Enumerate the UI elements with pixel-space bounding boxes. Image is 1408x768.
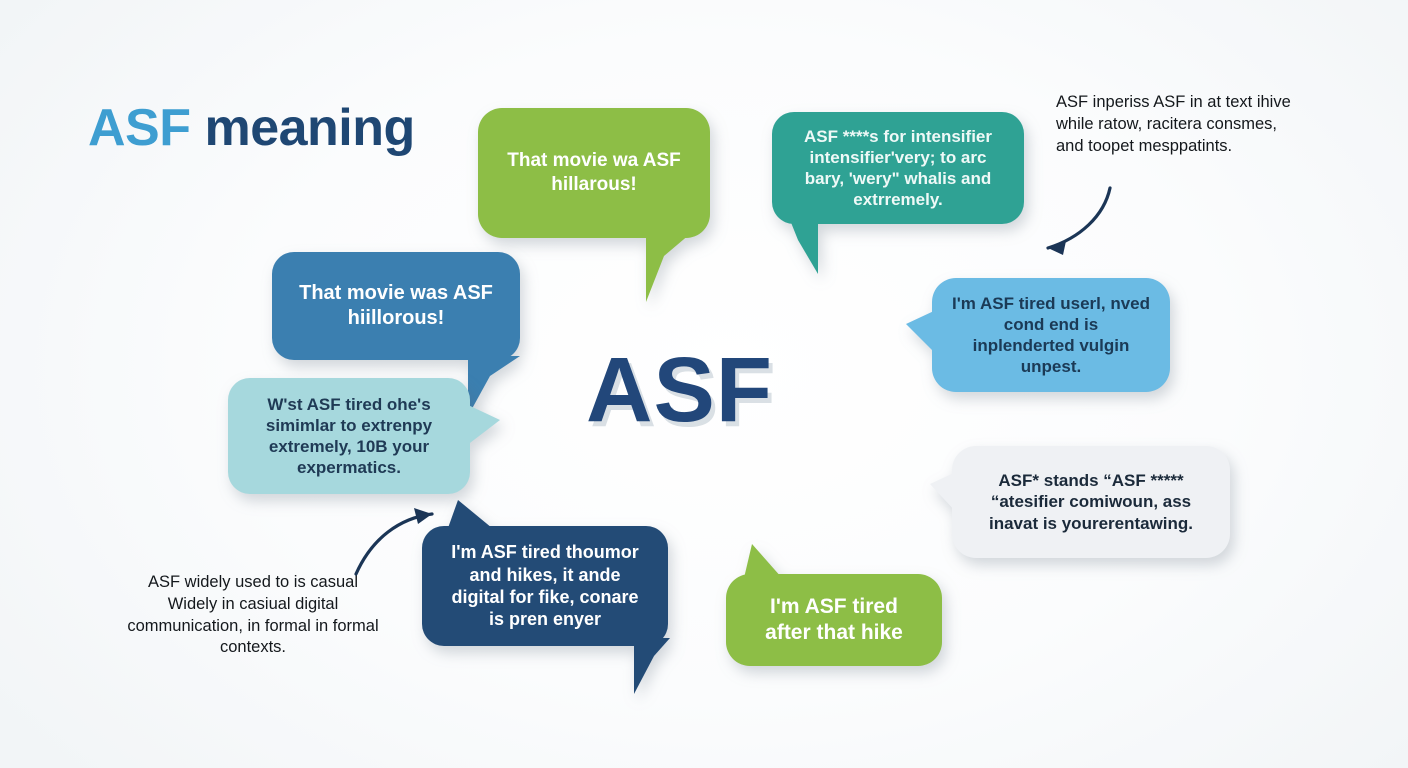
bubble-tail-icon [906, 310, 936, 354]
page-title-rest: meaning [204, 99, 415, 157]
speech-bubble-teal: ASF ****s for intensifier intensifier've… [772, 112, 1024, 274]
annotation-bottom-left: ASF widely used to is casual Widely in c… [127, 573, 379, 657]
speech-bubble-green-top: That movie wa ASF hillarous! [478, 108, 710, 302]
speech-bubble-blue-left-text: That movie was ASF hiillorous! [299, 282, 493, 329]
bubble-tail-icon [466, 404, 500, 446]
bubble-tail-icon [468, 356, 520, 416]
speech-bubble-white: ASF* stands “ASF ***** “atesifier comiwo… [930, 446, 1230, 558]
bubble-tail-icon [646, 234, 690, 302]
page-title-accent: ASF [88, 99, 205, 157]
page-title: ASF meaning [88, 98, 415, 158]
bubble-tail-icon [790, 220, 818, 274]
speech-bubble-white-text: ASF* stands “ASF ***** “atesifier comiwo… [988, 471, 1194, 533]
speech-bubble-green-bottom: I'm ASF tired after that hike [726, 544, 942, 666]
speech-bubble-light-teal-text: W'st ASF tired ohe's simimlar to extrenp… [265, 394, 433, 478]
bubble-tail-icon [634, 638, 670, 694]
center-keyword: ASF [586, 339, 773, 441]
curved-arrow-down-left-icon [1046, 186, 1112, 255]
speech-bubble-light-blue: I'm ASF tired userl, nved cond end is in… [906, 278, 1170, 392]
speech-bubble-teal-text: ASF ****s for intensifier intensifier've… [804, 126, 992, 210]
speech-bubble-green-top-text: That movie wa ASF hillarous! [507, 150, 681, 195]
bubble-tail-icon [448, 500, 492, 528]
curved-arrow-up-right-icon [354, 508, 434, 576]
speech-bubble-navy: I'm ASF tired thoumor and hikes, it ande… [422, 500, 670, 694]
speech-bubble-green-bottom-text: I'm ASF tired after that hike [765, 594, 903, 644]
speech-bubble-light-blue-text: I'm ASF tired userl, nved cond end is in… [952, 293, 1151, 377]
bubble-tail-icon [930, 472, 956, 512]
speech-bubble-navy-text: I'm ASF tired thoumor and hikes, it ande… [451, 542, 639, 630]
annotation-top-right: ASF inperiss ASF in at text ihive while … [1056, 93, 1291, 155]
speech-bubble-light-teal: W'st ASF tired ohe's simimlar to extrenp… [228, 378, 500, 494]
speech-bubble-blue-left: That movie was ASF hiillorous! [272, 252, 520, 416]
bubble-tail-icon [744, 544, 782, 578]
